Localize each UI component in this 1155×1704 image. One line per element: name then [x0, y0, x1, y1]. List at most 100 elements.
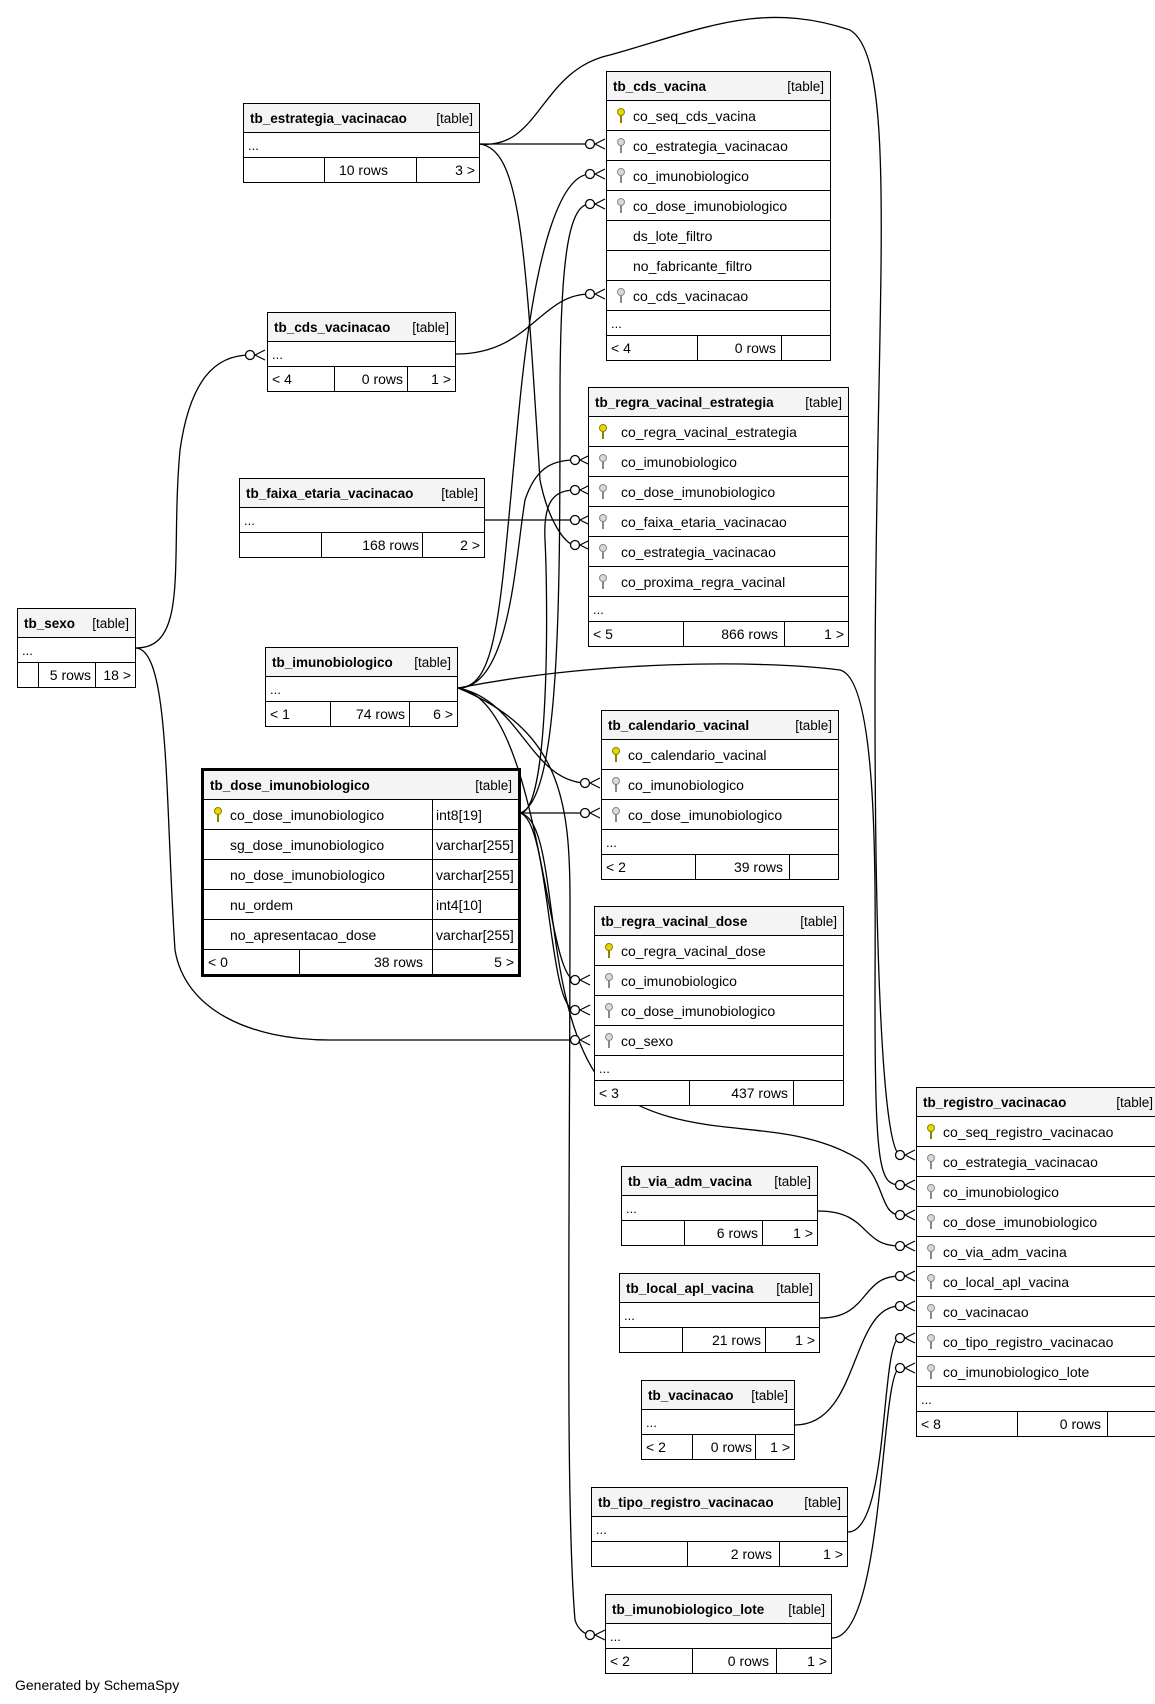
- column-row[interactable]: co_dose_imunobiologico: [917, 1207, 1155, 1237]
- table-header[interactable]: tb_via_adm_vacina[table]: [622, 1167, 817, 1196]
- table-registro-vacinacao[interactable]: tb_registro_vacinacao[table] co_seq_regi…: [916, 1087, 1155, 1437]
- table-header[interactable]: tb_regra_vacinal_estrategia[table]: [589, 388, 848, 417]
- table-dose-imunobiologico[interactable]: tb_dose_imunobiologico[table] co_dose_im…: [201, 768, 521, 977]
- column-row[interactable]: co_imunobiologico: [589, 447, 848, 477]
- column-row[interactable]: co_calendario_vacinal: [602, 740, 838, 770]
- column-row[interactable]: co_imunobiologico_lote: [917, 1357, 1155, 1387]
- table-regra-vacinal-estrategia[interactable]: tb_regra_vacinal_estrategia[table] co_re…: [588, 387, 849, 647]
- column-row[interactable]: co_seq_registro_vacinacao: [917, 1117, 1155, 1147]
- parents-count[interactable]: < 3: [599, 1085, 619, 1101]
- table-name[interactable]: tb_dose_imunobiologico: [210, 777, 370, 793]
- children-count[interactable]: 1 >: [823, 1546, 843, 1562]
- table-estrategia-vacinacao[interactable]: tb_estrategia_vacinacao[table] ... 10 ro…: [243, 103, 480, 183]
- table-header[interactable]: tb_registro_vacinacao[table]: [917, 1088, 1155, 1117]
- table-name[interactable]: tb_sexo: [24, 615, 76, 631]
- column-row[interactable]: co_dose_imunobiologico: [602, 800, 838, 830]
- children-count[interactable]: 1 >: [795, 1332, 815, 1348]
- column-row[interactable]: co_regra_vacinal_estrategia: [589, 417, 848, 447]
- table-header[interactable]: tb_cds_vacinacao[table]: [268, 313, 455, 342]
- children-count[interactable]: 1 >: [824, 626, 844, 642]
- parents-count[interactable]: < 2: [606, 859, 626, 875]
- column-row[interactable]: co_imunobiologico: [607, 161, 830, 191]
- table-header[interactable]: tb_imunobiologico[table]: [266, 648, 457, 677]
- parents-count[interactable]: < 4: [272, 371, 292, 387]
- children-count[interactable]: 1 >: [807, 1653, 827, 1669]
- children-count[interactable]: 1 >: [770, 1439, 790, 1455]
- parents-count[interactable]: < 0: [208, 954, 228, 970]
- table-header[interactable]: tb_estrategia_vacinacao[table]: [244, 104, 479, 133]
- table-header[interactable]: tb_cds_vacina[table]: [607, 72, 830, 101]
- parents-count[interactable]: < 5: [593, 626, 613, 642]
- column-row[interactable]: co_imunobiologico: [917, 1177, 1155, 1207]
- column-row[interactable]: co_via_adm_vacina: [917, 1237, 1155, 1267]
- children-count[interactable]: 1 >: [431, 371, 451, 387]
- column-row[interactable]: co_imunobiologico: [595, 966, 843, 996]
- table-header[interactable]: tb_imunobiologico_lote[table]: [606, 1595, 831, 1624]
- children-count[interactable]: 6 >: [433, 706, 453, 722]
- column-row[interactable]: co_estrategia_vacinacao: [917, 1147, 1155, 1177]
- column-row[interactable]: co_faixa_etaria_vacinacao: [589, 507, 848, 537]
- table-name[interactable]: tb_imunobiologico_lote: [612, 1601, 765, 1617]
- column-row[interactable]: co_proxima_regra_vacinal: [589, 567, 848, 597]
- table-header[interactable]: tb_calendario_vacinal[table]: [602, 711, 838, 740]
- children-count[interactable]: 3 >: [455, 162, 475, 178]
- table-regra-vacinal-dose[interactable]: tb_regra_vacinal_dose[table] co_regra_va…: [594, 906, 844, 1106]
- parents-count[interactable]: < 4: [611, 340, 631, 356]
- column-row[interactable]: co_estrategia_vacinacao: [607, 131, 830, 161]
- table-name[interactable]: tb_imunobiologico: [272, 654, 393, 670]
- children-count[interactable]: 1 >: [793, 1225, 813, 1241]
- parents-count[interactable]: < 1: [270, 706, 290, 722]
- column-row[interactable]: no_fabricante_filtro: [607, 251, 830, 281]
- table-header[interactable]: tb_sexo[table]: [18, 609, 135, 638]
- column-row[interactable]: co_local_apl_vacina: [917, 1267, 1155, 1297]
- table-name[interactable]: tb_local_apl_vacina: [626, 1280, 754, 1296]
- column-row[interactable]: co_imunobiologico: [602, 770, 838, 800]
- table-header[interactable]: tb_local_apl_vacina[table]: [620, 1274, 819, 1303]
- column-row[interactable]: co_regra_vacinal_dose: [595, 936, 843, 966]
- column-row[interactable]: ds_lote_filtro: [607, 221, 830, 251]
- column-row[interactable]: co_tipo_registro_vacinacao: [917, 1327, 1155, 1357]
- table-name[interactable]: tb_tipo_registro_vacinacao: [598, 1494, 774, 1510]
- table-name[interactable]: tb_via_adm_vacina: [628, 1173, 752, 1189]
- table-name[interactable]: tb_vacinacao: [648, 1387, 734, 1403]
- table-header[interactable]: tb_regra_vacinal_dose[table]: [595, 907, 843, 936]
- table-calendario-vacinal[interactable]: tb_calendario_vacinal[table] co_calendar…: [601, 710, 839, 880]
- table-faixa-etaria-vacinacao[interactable]: tb_faixa_etaria_vacinacao[table] ... 168…: [239, 478, 485, 558]
- children-count[interactable]: 18 >: [103, 667, 131, 683]
- column-row[interactable]: co_cds_vacinacao: [607, 281, 830, 311]
- column-row[interactable]: co_vacinacao: [917, 1297, 1155, 1327]
- table-name[interactable]: tb_cds_vacinacao: [274, 319, 391, 335]
- children-count[interactable]: 5 >: [494, 954, 514, 970]
- table-name[interactable]: tb_cds_vacina: [613, 78, 707, 94]
- table-cds-vacina[interactable]: tb_cds_vacina[table] co_seq_cds_vacina c…: [606, 71, 831, 361]
- table-name[interactable]: tb_calendario_vacinal: [608, 717, 750, 733]
- column-row[interactable]: co_seq_cds_vacina: [607, 101, 830, 131]
- column-row[interactable]: co_dose_imunobiologico: [595, 996, 843, 1026]
- table-name[interactable]: tb_regra_vacinal_estrategia: [595, 394, 774, 410]
- parents-count[interactable]: < 2: [646, 1439, 666, 1455]
- column-row[interactable]: co_dose_imunobiologico: [607, 191, 830, 221]
- parents-count[interactable]: < 8: [921, 1416, 941, 1432]
- column-row[interactable]: co_sexo: [595, 1026, 843, 1056]
- table-header[interactable]: tb_vacinacao[table]: [642, 1381, 794, 1410]
- table-name[interactable]: tb_regra_vacinal_dose: [601, 913, 748, 929]
- column-row[interactable]: co_dose_imunobiologico: [589, 477, 848, 507]
- table-tipo-registro-vacinacao[interactable]: tb_tipo_registro_vacinacao[table] ... 2 …: [591, 1487, 848, 1567]
- table-header[interactable]: tb_dose_imunobiologico[table]: [204, 771, 518, 800]
- table-header[interactable]: tb_faixa_etaria_vacinacao[table]: [240, 479, 484, 508]
- parents-count[interactable]: < 2: [610, 1653, 630, 1669]
- table-name[interactable]: tb_registro_vacinacao: [923, 1094, 1067, 1110]
- children-count[interactable]: 2 >: [460, 537, 480, 553]
- table-name[interactable]: tb_estrategia_vacinacao: [250, 110, 407, 126]
